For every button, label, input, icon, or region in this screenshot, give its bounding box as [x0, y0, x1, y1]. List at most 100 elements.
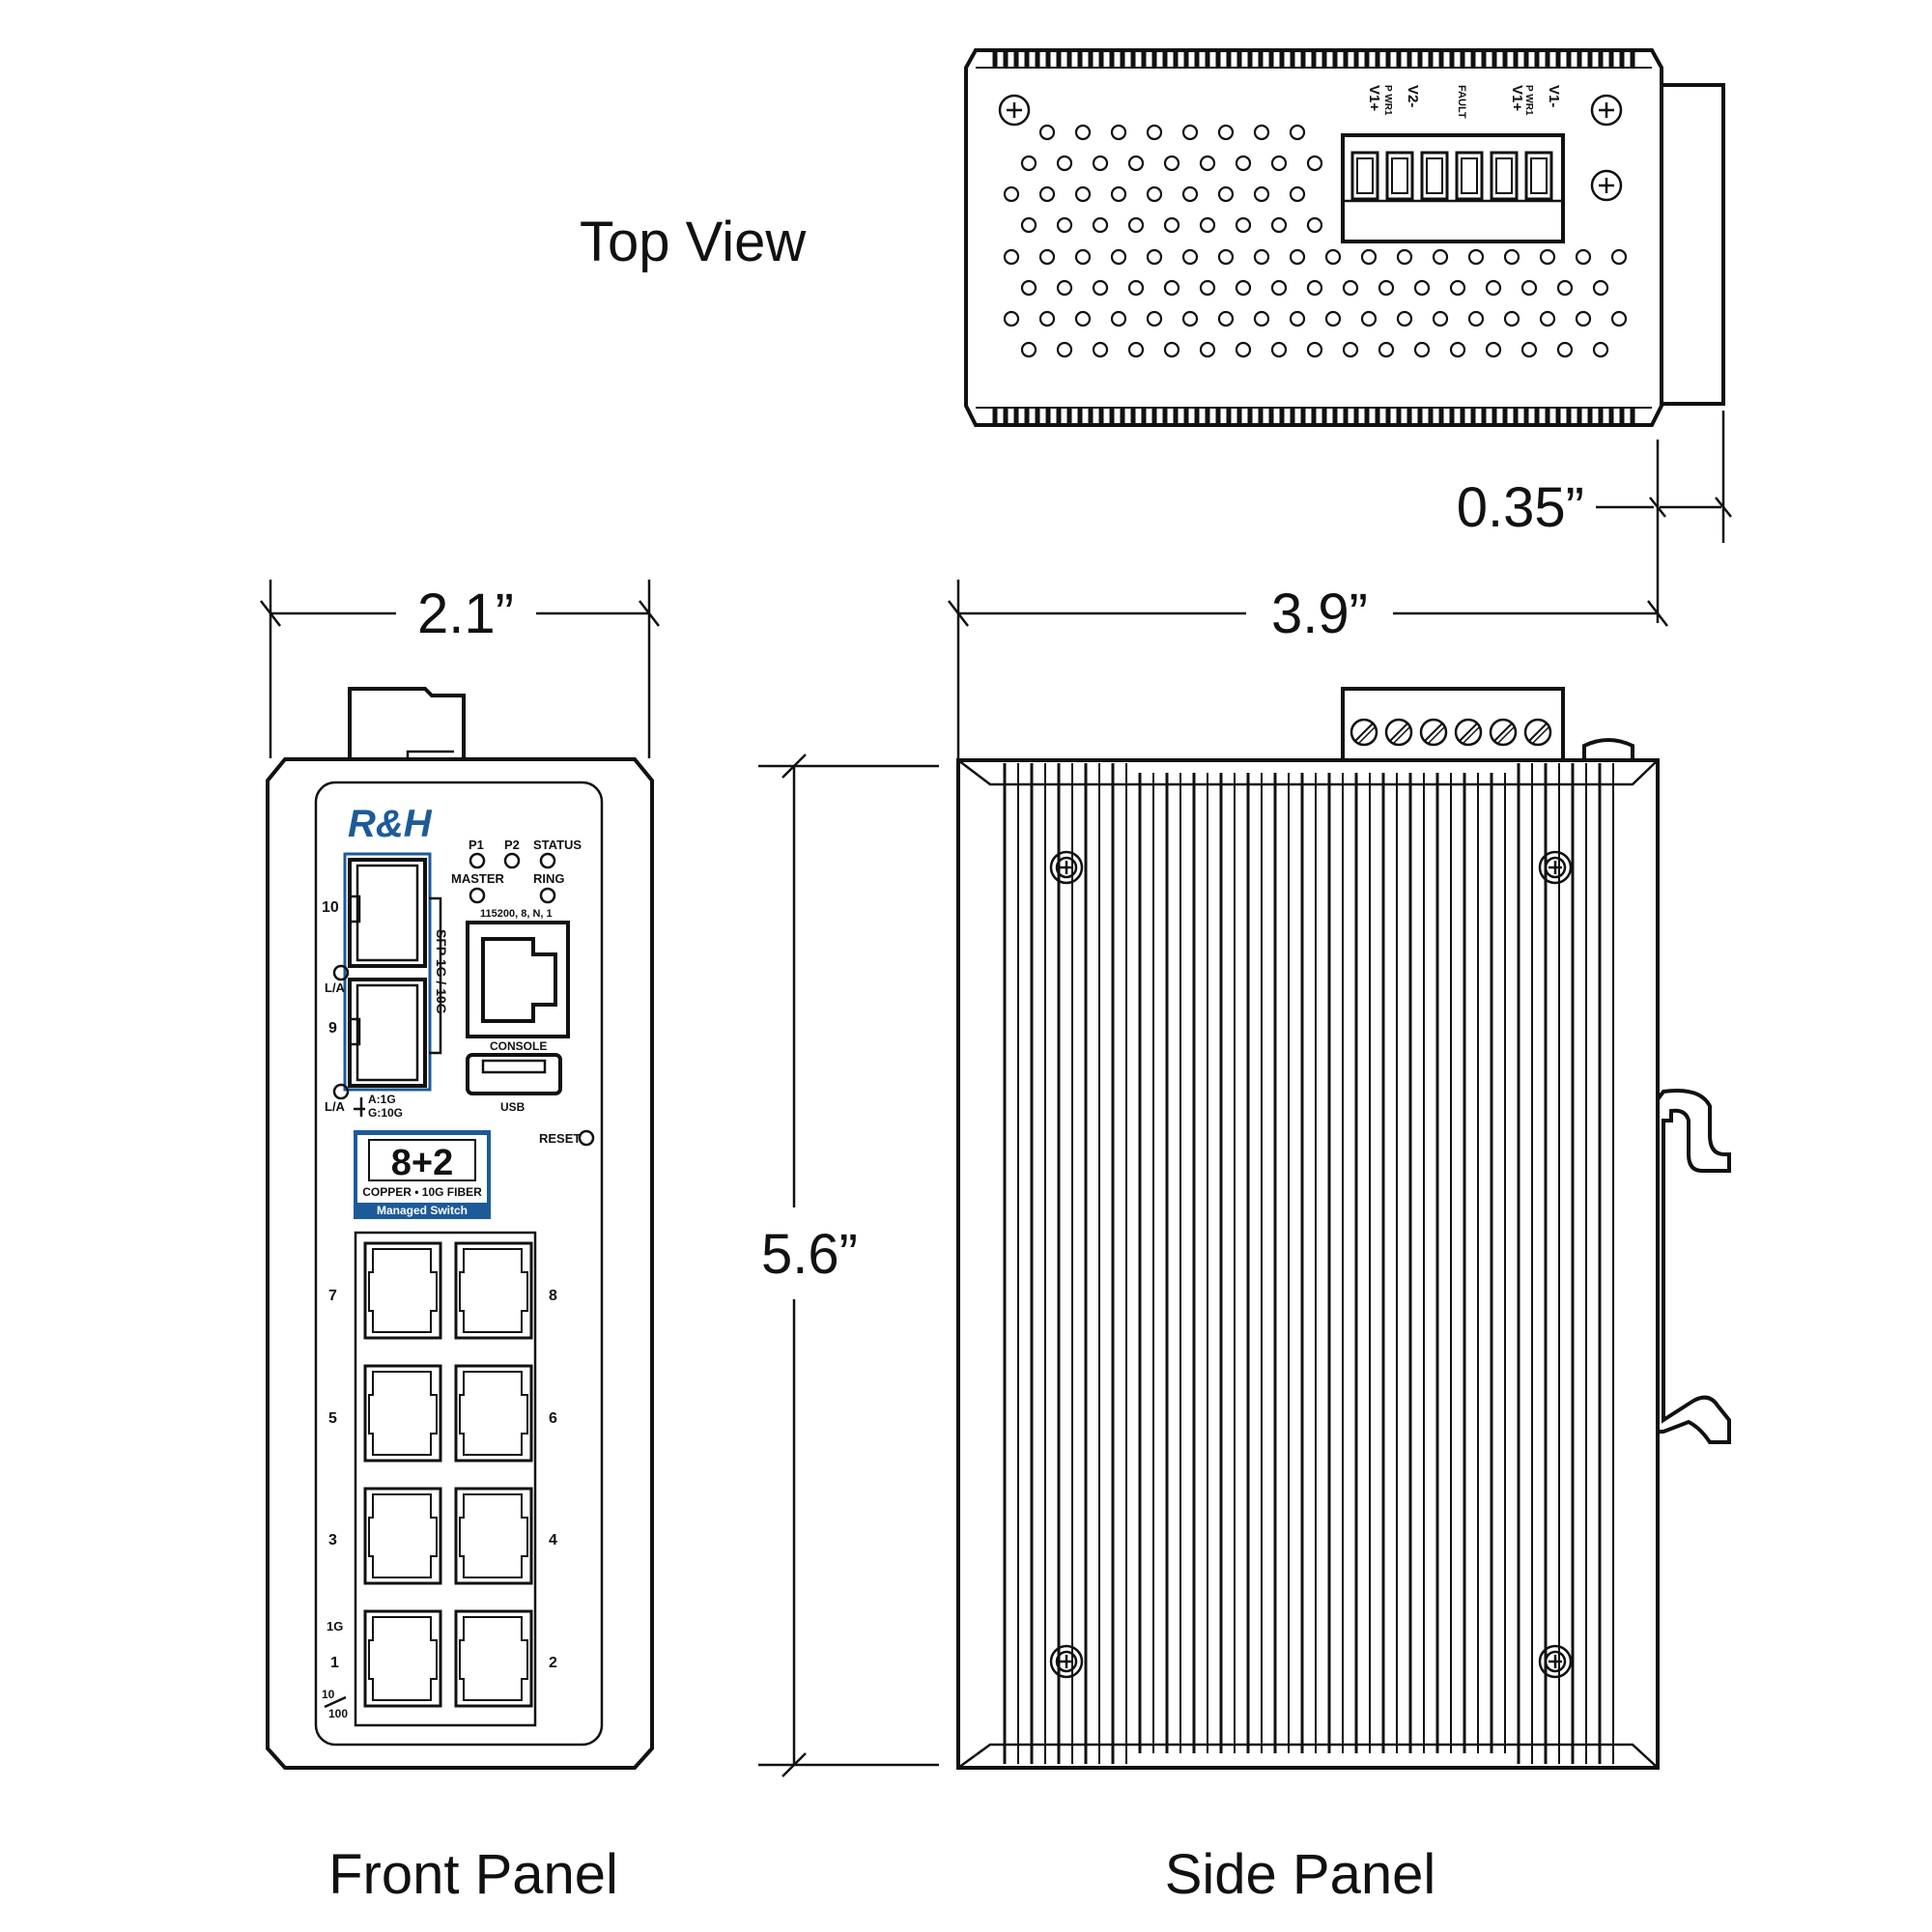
vent-hole [1038, 124, 1056, 141]
side-cooling-fins [1003, 763, 1614, 1764]
led-master [469, 887, 486, 904]
vent-hole [1199, 341, 1216, 358]
dimension-height [758, 753, 939, 1777]
sfp-port-10-label: 10 [322, 899, 339, 916]
vent-hole [1199, 155, 1216, 172]
vent-hole [1575, 310, 1592, 327]
port-1-label: 1 [330, 1655, 339, 1671]
terminal-label: V1- [1546, 85, 1562, 107]
vent-hole [1146, 185, 1163, 203]
port-3-label: 3 [328, 1532, 337, 1548]
vent-hole [1575, 248, 1592, 266]
terminal-block-side [1341, 687, 1565, 762]
sfp-speed-label: SFP 1G / 10G [434, 929, 449, 1014]
dimension-depth [948, 580, 1668, 758]
height-label: 5.6” [761, 1223, 858, 1286]
dimension-rail [1596, 411, 1732, 623]
vent-hole [1556, 279, 1574, 297]
vent-hole [1038, 310, 1056, 327]
vent-hole [1396, 248, 1413, 266]
ventilation-holes [1003, 124, 1628, 358]
vent-hole [1146, 124, 1163, 141]
terminal-screw [1454, 718, 1483, 747]
vent-hole [1449, 341, 1466, 358]
vent-hole [1038, 185, 1056, 203]
port-7-label: 7 [328, 1288, 337, 1304]
terminal-screw [1523, 718, 1552, 747]
sfp-speed-a: A:1G [368, 1093, 396, 1106]
vent-hole [1413, 341, 1431, 358]
terminal-screw [1419, 718, 1448, 747]
sfp-cage [332, 852, 442, 1100]
badge-subtitle: COPPER • 10G FIBER [362, 1185, 482, 1199]
vent-hole [1110, 185, 1127, 203]
reset-knob [1582, 738, 1634, 760]
vent-hole [1539, 248, 1556, 266]
terminal-screws [1350, 718, 1552, 747]
sfp-la-label-10: L/A [325, 980, 346, 995]
vent-hole [1503, 248, 1520, 266]
led-status [539, 852, 556, 869]
vent-hole [1003, 248, 1020, 266]
vent-hole [1056, 216, 1073, 234]
vent-hole [1127, 279, 1145, 297]
vent-hole [1217, 248, 1235, 266]
vent-hole [1270, 279, 1288, 297]
vent-hole [1289, 185, 1306, 203]
vent-hole [1056, 279, 1073, 297]
led-label-master: MASTER [451, 871, 505, 886]
width-label: 2.1” [417, 582, 514, 645]
terminal-label: P WR1 [1382, 85, 1393, 116]
reset-label: RESET [539, 1131, 581, 1146]
vent-hole [1449, 279, 1466, 297]
led-label-p1: P1 [469, 838, 484, 852]
vent-hole [1056, 155, 1073, 172]
screw-icon [1590, 94, 1623, 127]
vent-hole [1306, 155, 1323, 172]
front-panel-label: Front Panel [328, 1843, 618, 1906]
vent-hole [1539, 310, 1556, 327]
vent-hole [1020, 279, 1037, 297]
vent-hole [1467, 248, 1485, 266]
vent-hole [1181, 124, 1199, 141]
port-8-label: 8 [549, 1288, 557, 1304]
din-rail-hook [1656, 1089, 1731, 1444]
vent-hole [1467, 310, 1485, 327]
vent-hole [1485, 341, 1502, 358]
vent-hole [1146, 310, 1163, 327]
sfp-la-label-9: L/A [325, 1099, 346, 1114]
rj45-port [454, 1487, 533, 1585]
screw-icon [1538, 850, 1573, 885]
terminal-label: P WR1 [1523, 85, 1534, 116]
rj45-port-grid [354, 1231, 537, 1727]
vent-hole [1432, 248, 1449, 266]
vent-hole [1163, 155, 1180, 172]
terminal-label: FAULT [1456, 85, 1467, 119]
led-label-ring: RING [533, 871, 565, 886]
vent-hole [1270, 155, 1288, 172]
terminal-screw [1350, 718, 1378, 747]
badge-type: Managed Switch [377, 1204, 468, 1217]
sfp-port-9-label: 9 [328, 1020, 337, 1037]
vent-hole [1235, 341, 1252, 358]
vent-hole [1592, 279, 1609, 297]
vent-hole [1074, 310, 1092, 327]
vent-hole [1056, 341, 1073, 358]
depth-label: 3.9” [1271, 582, 1368, 645]
terminal-slot [1524, 151, 1553, 201]
vent-hole [1378, 279, 1395, 297]
vent-hole [1092, 216, 1109, 234]
vent-hole [1020, 155, 1037, 172]
vent-hole [1127, 155, 1145, 172]
rj45-port [454, 1609, 533, 1708]
vent-hole [1503, 310, 1520, 327]
vent-hole [1592, 341, 1609, 358]
badge-count: 8+2 [391, 1143, 453, 1183]
vent-hole [1181, 248, 1199, 266]
vent-hole [1074, 124, 1092, 141]
terminal-slot [1385, 151, 1414, 201]
vent-hole [1217, 185, 1235, 203]
rj45-port [363, 1364, 442, 1463]
vent-hole [1378, 341, 1395, 358]
